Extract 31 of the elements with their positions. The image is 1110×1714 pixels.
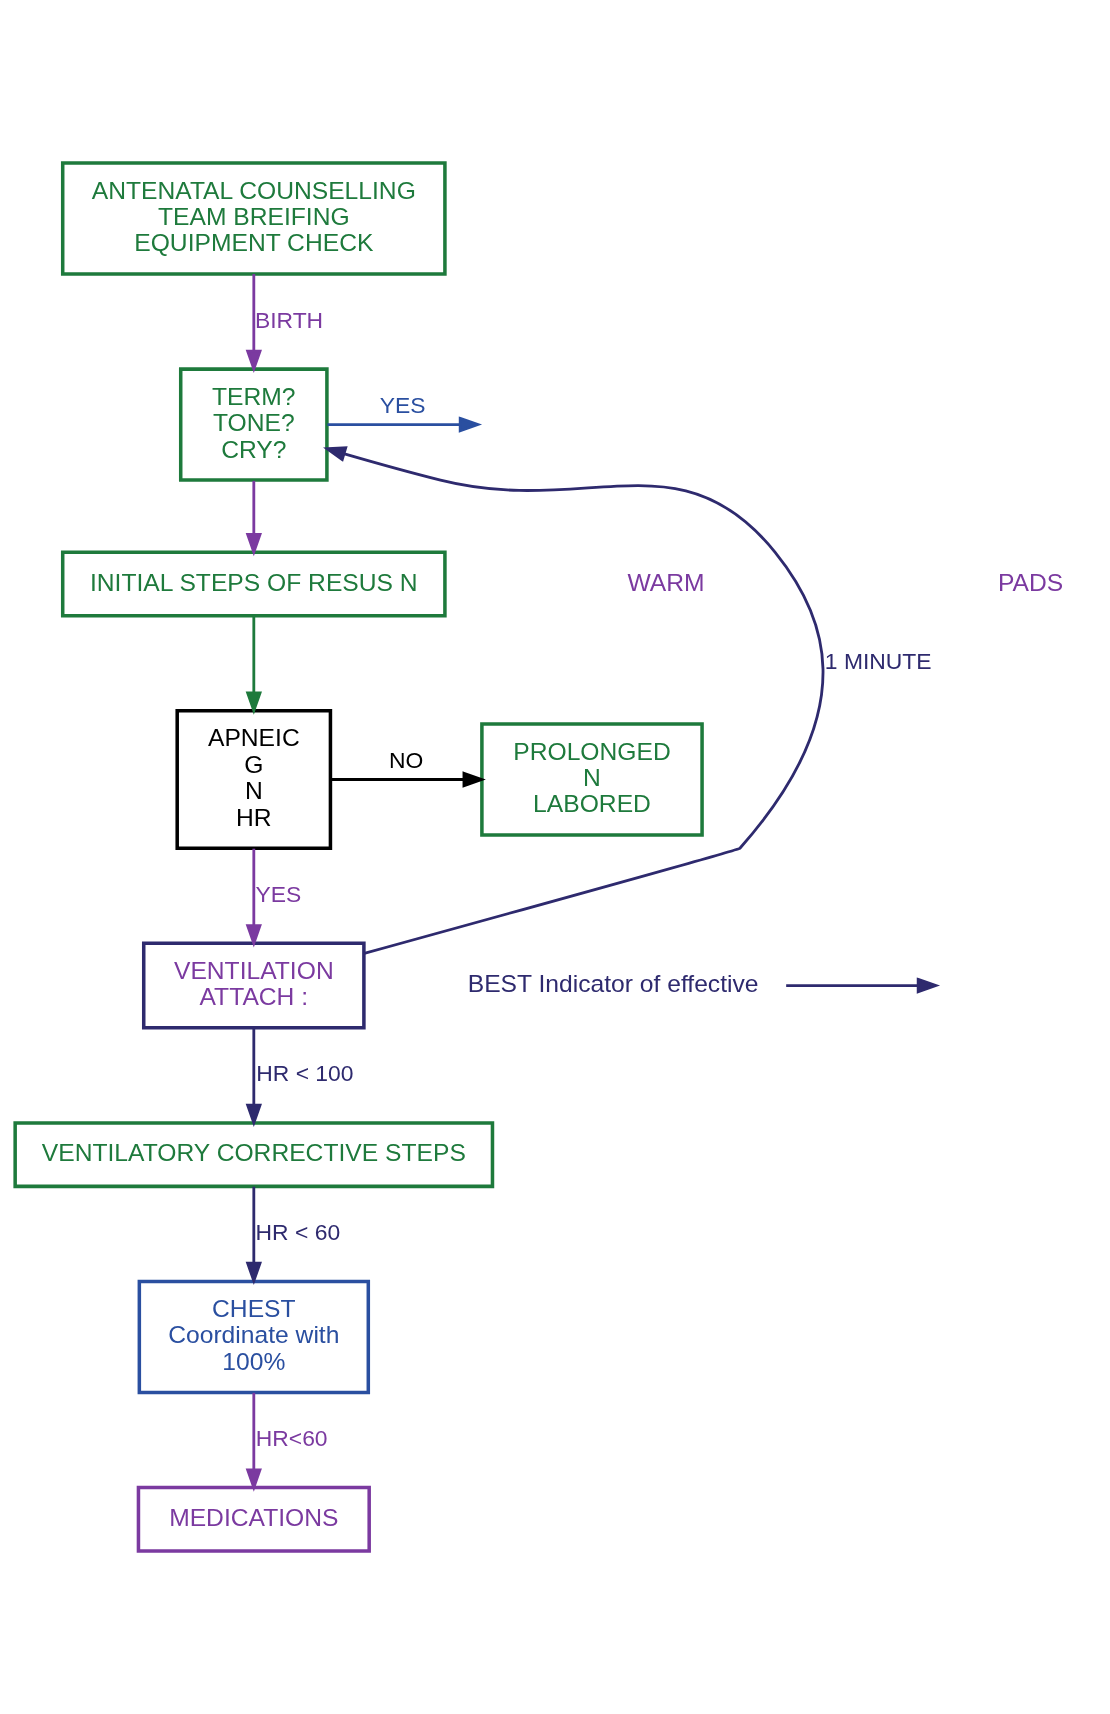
arrow — [323, 446, 825, 955]
arrow — [327, 416, 483, 433]
arrow — [245, 1186, 262, 1286]
arrow — [245, 480, 262, 557]
node-box: VENTILATORY CORRECTIVE STEPS — [13, 1121, 495, 1189]
node-box: TERM? TONE? CRY? — [178, 367, 329, 482]
node-box: CHEST Coordinate with 100% — [137, 1279, 371, 1395]
edge-label: NO — [389, 746, 424, 773]
node-box: APNEIC G N HR — [175, 709, 333, 850]
arrow — [245, 848, 262, 948]
arrow — [330, 771, 486, 788]
node-box: INITIAL STEPS OF RESUS N — [60, 550, 447, 618]
node-text: BEST Indicator of effective — [467, 970, 759, 998]
node-box: PROLONGED N LABORED — [480, 722, 704, 837]
edge-label: YES — [255, 880, 302, 907]
edge-label: BIRTH — [254, 306, 324, 333]
edge-label: HR < 60 — [255, 1218, 341, 1245]
node-box: ANTENATAL COUNSELLING TEAM BREIFING EQUIPMENT CHECK — [60, 161, 447, 276]
edge-label: HR < 100 — [256, 1060, 354, 1087]
arrow — [245, 274, 262, 374]
edge-label: YES — [379, 391, 426, 418]
edge-label: HR<60 — [255, 1424, 328, 1451]
arrow — [245, 615, 262, 715]
arrow — [245, 1392, 262, 1492]
arrow — [786, 977, 941, 994]
edge-label: 1 MINUTE — [824, 648, 932, 675]
label: PADS — [997, 568, 1064, 596]
arrow — [245, 1028, 262, 1128]
node-box: MEDICATIONS — [136, 1485, 371, 1553]
label: WARM — [627, 568, 705, 596]
node-box: VENTILATION ATTACH : — [141, 941, 366, 1030]
